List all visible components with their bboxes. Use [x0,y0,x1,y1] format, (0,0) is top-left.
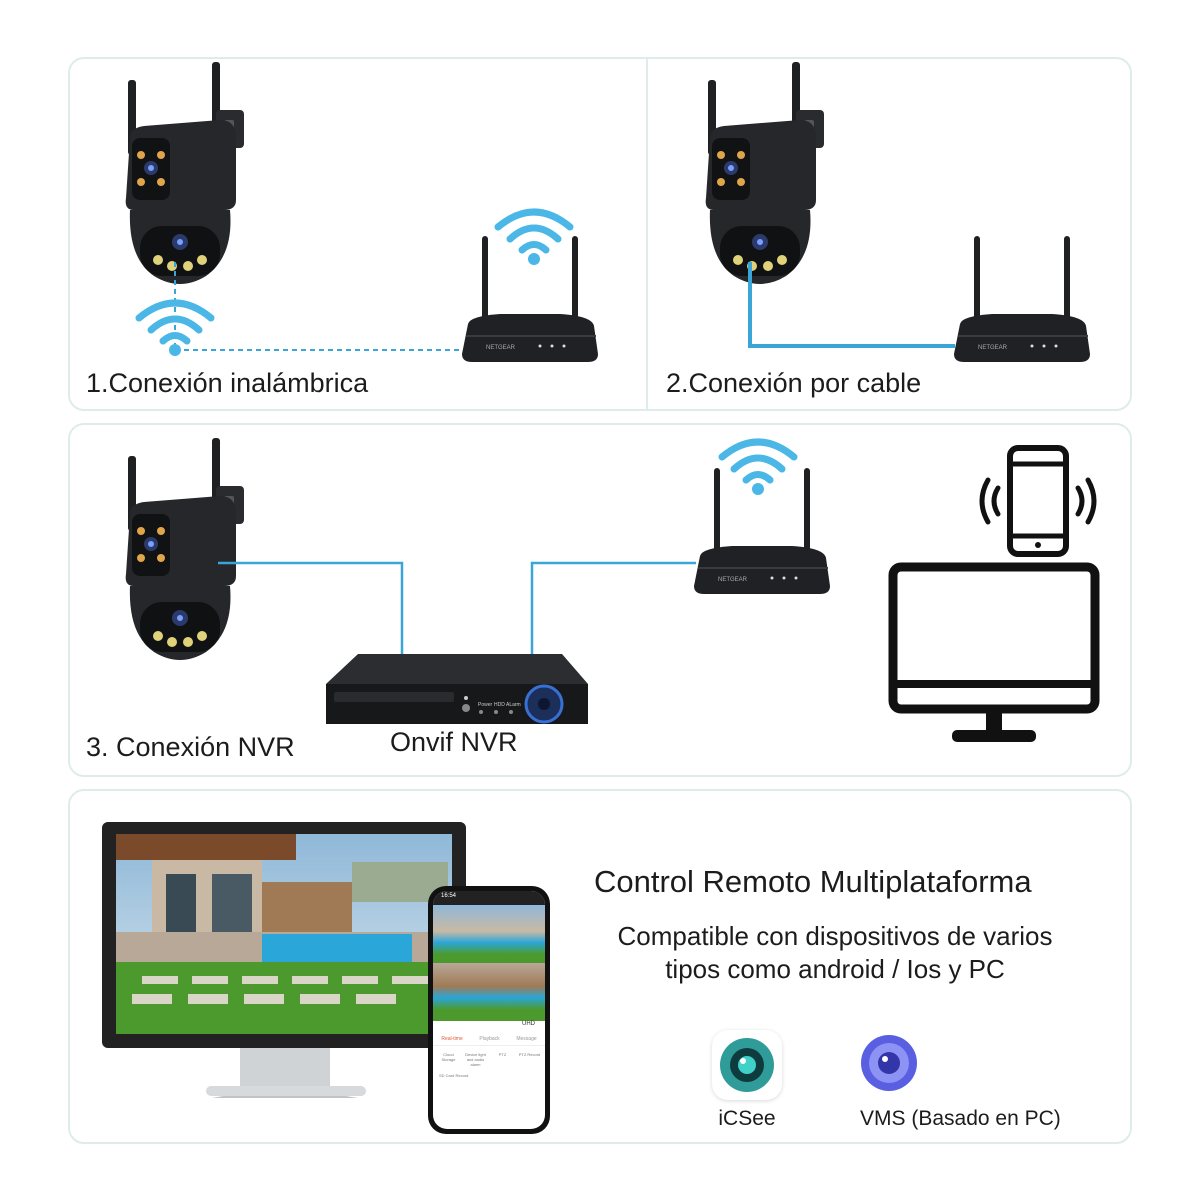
router-nvr [693,467,831,595]
cable-connection-label: 2.Conexión por cable [666,368,922,398]
nvr-recorder: Power HDD ALarm [326,654,588,724]
remote-description-line1: Compatible con dispositivos de varios [617,921,1053,951]
nvr-power-label: Power [478,702,493,708]
phone-app-screen: 16:54 UHD Real-time Playback Message Clo… [428,886,550,1134]
remote-control-heading: Control Remoto Multiplataforma [594,864,1032,899]
smartphone-icon [979,445,1097,557]
tab-playback[interactable]: Playback [479,1036,500,1042]
phone-status-bar: 16:54 [433,891,545,905]
icsee-app-name: iCSee [718,1107,776,1130]
menu-cloud-storage[interactable]: Cloud Storage [441,1052,456,1062]
phone-camera-view-1 [433,905,545,963]
uhd-toggle[interactable]: UHD [522,1021,535,1027]
remote-description-line2: tipos como android / Ios y PC [665,954,1005,984]
nvr-alarm-label: ALarm [506,702,521,708]
vms-app-name: VMS (Basado en PC) [860,1107,1061,1130]
nvr-hdd-label: HDD [494,702,505,708]
menu-ptz[interactable]: PTZ [498,1052,507,1057]
nvr-connection-label: 3. Conexión NVR [86,732,295,762]
tab-real-time[interactable]: Real-time [441,1036,463,1042]
pc-monitor-live-view [102,822,466,1098]
phone-menu: Cloud Storage Device light and audio ala… [433,1046,545,1073]
onvif-nvr-label: Onvif NVR [390,727,518,757]
menu-alarm[interactable]: Device light and audio alarm [465,1052,486,1067]
tab-message[interactable]: Message [516,1036,537,1042]
computer-monitor-icon [888,562,1100,742]
menu-ptz-record[interactable]: PTZ Record [518,1052,541,1057]
wireless-connection-label: 1.Conexión inalámbrica [86,368,369,398]
phone-tabs: Real-time Playback Message [433,1033,545,1046]
phone-time: 16:54 [441,893,457,899]
phone-camera-view-2 [433,963,545,1021]
top-panel-divider [646,59,648,409]
icsee-app-icon[interactable] [712,1030,782,1100]
vms-app-icon[interactable] [860,1034,918,1092]
menu-sd-card[interactable]: SD Card Record [439,1073,469,1078]
phone-controls-bar[interactable]: UHD [433,1021,545,1033]
